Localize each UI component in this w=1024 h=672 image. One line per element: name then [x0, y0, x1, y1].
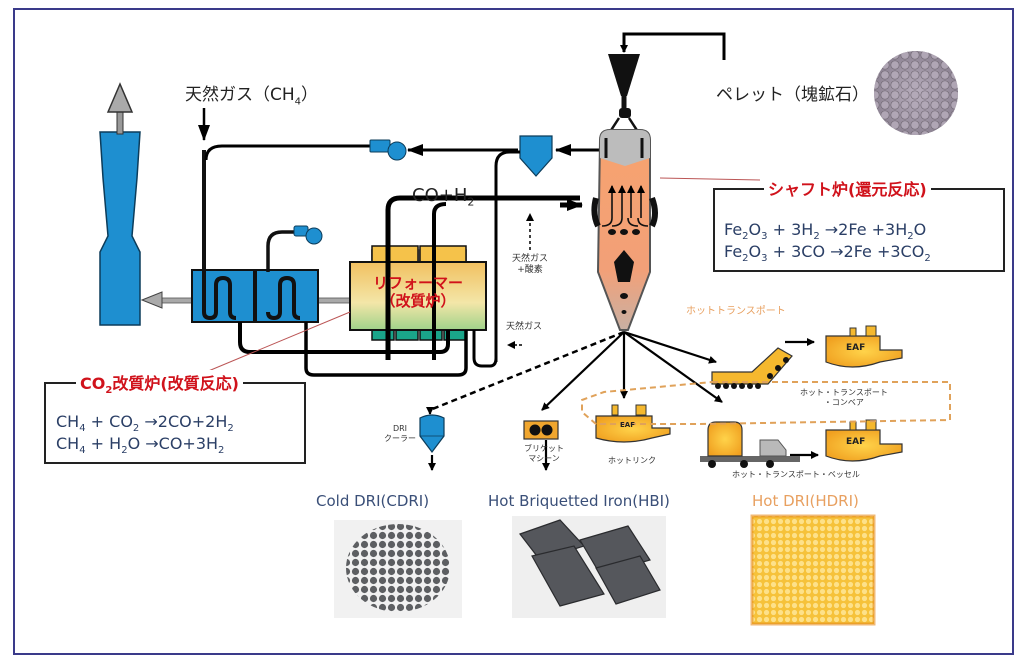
eaf-bottom — [825, 419, 903, 462]
pellet-photo — [874, 51, 958, 135]
natural-gas-oxygen-label: 天然ガス+酸素 — [512, 254, 549, 275]
eaf-hot-link-text: EAF — [620, 421, 635, 429]
shaft-furnace — [591, 129, 658, 331]
product-distribution — [426, 330, 819, 471]
hot-transport-conveyor — [711, 347, 793, 389]
hbi-photo — [512, 516, 666, 618]
co-h2-label: CO+H2 — [412, 185, 475, 209]
eaf-top-text: EAF — [846, 343, 866, 353]
briquette-machine-label: ブリケットマシーン — [524, 444, 564, 463]
shaft-equation-1: Fe2O3 + 3H2 →2Fe +3H2O — [724, 220, 927, 243]
top-gas-scrubber — [494, 135, 600, 362]
shaft-equation-2: Fe2O3 + 3CO →2Fe +3CO2 — [724, 242, 931, 265]
pellet-feed — [604, 32, 726, 139]
heat-recovery-unit — [191, 150, 319, 323]
exhaust-arrow-icon — [106, 82, 134, 113]
stack-chimney — [99, 82, 141, 326]
co2-pointer-line — [205, 311, 351, 373]
hot-transport-boundary — [581, 381, 951, 425]
reformer-label: リフォーマー（改質炉） — [372, 274, 463, 310]
hot-link-label: ホットリンク — [608, 456, 656, 465]
eaf-top — [825, 325, 903, 368]
recycle-compressor — [369, 139, 518, 161]
co2-equation-2: CH4 + H2O →CO+3H2 — [56, 434, 225, 457]
co2-reformer-title: CO2改質炉(改質反応) — [76, 370, 243, 397]
diagram-frame — [13, 8, 1014, 655]
briquette-machine — [523, 420, 559, 440]
eaf-bottom-text: EAF — [846, 437, 866, 447]
hbi-title: Hot Briquetted Iron(HBI) — [488, 492, 670, 510]
natural-gas-ch4-label: 天然ガス（CH4） — [185, 85, 319, 108]
natural-gas-label: 天然ガス — [506, 322, 543, 332]
hot-transport-conveyor-label: ホット・トランスポート・コンベア — [800, 388, 888, 407]
hot-transport-vessel-label: ホット・トランスポート・ベッセル — [732, 470, 860, 479]
eaf-hot-link — [595, 404, 671, 443]
hot-transport-label: ホットトランスポート — [686, 306, 786, 317]
lower-piping — [238, 322, 498, 377]
hdri-photo — [750, 514, 876, 626]
hdri-title: Hot DRI(HDRI) — [752, 492, 859, 510]
cdri-photo — [334, 520, 462, 618]
reformer — [349, 195, 583, 360]
dri-cooler — [419, 414, 445, 453]
pellet-label: ペレット（塊鉱石） — [716, 85, 869, 105]
cdri-title: Cold DRI(CDRI) — [316, 492, 430, 510]
shaft-pointer-line — [659, 177, 761, 181]
co2-equation-1: CH4 + CO2 →2CO+2H2 — [56, 412, 234, 435]
hot-transport-vessel-truck — [700, 421, 800, 468]
air-blower — [266, 225, 323, 272]
natural-gas-inlet — [198, 108, 372, 161]
shaft-furnace-title: シャフト炉(還元反応) — [764, 176, 931, 200]
